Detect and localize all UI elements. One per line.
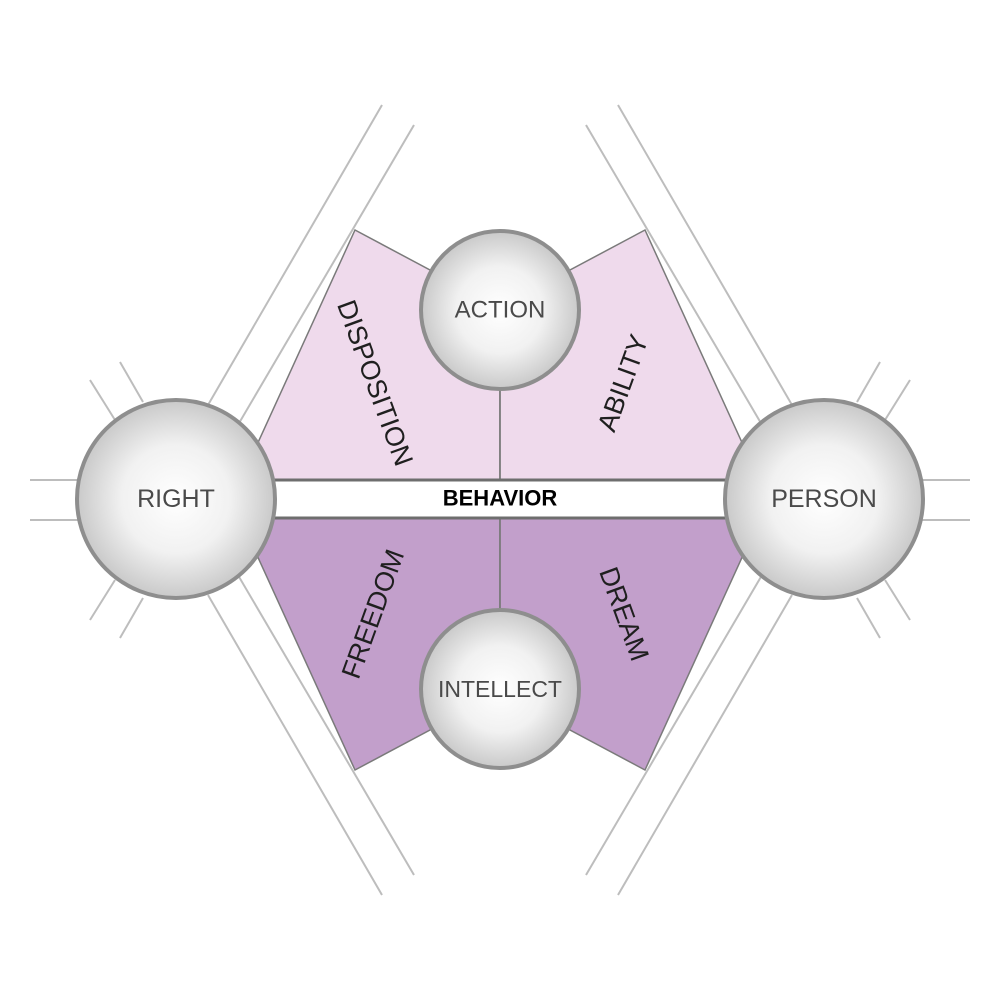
intellect-label: INTELLECT xyxy=(438,676,562,702)
guide-line xyxy=(119,361,144,403)
action-label: ACTION xyxy=(455,297,546,324)
person-circle xyxy=(723,398,925,600)
intellect-circle xyxy=(419,608,581,770)
person-node: PERSON xyxy=(723,398,925,600)
guide-lines xyxy=(30,104,970,896)
behavior-label: BEHAVIOR xyxy=(443,486,558,511)
person-label: PERSON xyxy=(771,485,877,513)
right-node: RIGHT xyxy=(75,398,277,600)
guide-line xyxy=(234,124,415,431)
guide-line xyxy=(234,569,415,876)
guide-line xyxy=(207,104,383,406)
guide-line xyxy=(585,569,766,876)
guide-line xyxy=(119,597,144,639)
guide-line xyxy=(89,379,116,421)
guide-line xyxy=(856,597,881,639)
guide-line xyxy=(617,594,793,896)
action-circle xyxy=(419,229,581,391)
guide-line xyxy=(207,594,383,896)
guide-line xyxy=(585,124,766,431)
guide-line xyxy=(89,579,116,621)
guide-line xyxy=(884,379,911,421)
guide-line xyxy=(617,104,793,406)
guide-line xyxy=(856,361,881,403)
right-label: RIGHT xyxy=(137,485,215,513)
intellect-node: INTELLECT xyxy=(419,608,581,770)
right-circle xyxy=(75,398,277,600)
guide-line xyxy=(884,579,911,621)
action-node: ACTION xyxy=(419,229,581,391)
